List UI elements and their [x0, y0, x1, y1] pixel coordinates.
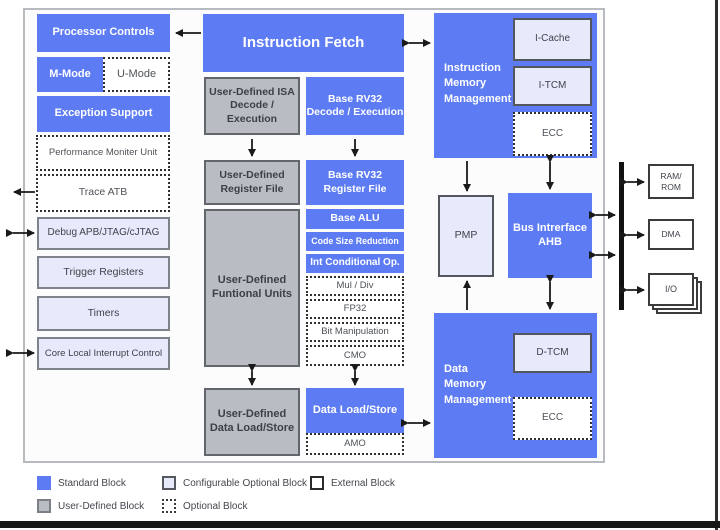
- external-block-swatch: [310, 476, 324, 490]
- user-defined-register-file-block: User-Defined Register File: [204, 160, 300, 205]
- pmp-block: PMP: [438, 195, 494, 277]
- bottom-border-bar: [0, 521, 720, 528]
- int-conditional-op-block: Int Conditional Op.: [306, 254, 404, 273]
- legend-configurable-block: Configurable Optional Block: [162, 476, 307, 490]
- legend-user-defined-label: User-Defined Block: [58, 500, 145, 512]
- legend-external-block: External Block: [310, 476, 395, 490]
- right-border-line: [715, 0, 718, 530]
- exception-support-block: Exception Support: [37, 96, 170, 132]
- data-ecc-block: ECC: [513, 397, 592, 440]
- user-defined-block-swatch: [37, 499, 51, 513]
- mul-div-block: Mul / Div: [306, 276, 404, 296]
- bus-interface-ahb-block: Bus Intrerface AHB: [508, 193, 592, 278]
- user-defined-isa-decode-block: User-Defined ISA Decode / Execution: [204, 77, 300, 135]
- optional-block-swatch: [162, 499, 176, 513]
- fp32-block: FP32: [306, 299, 404, 319]
- d-tcm-block: D-TCM: [513, 333, 592, 373]
- base-alu-block: Base ALU: [306, 209, 404, 229]
- dma-block: DMA: [648, 219, 694, 250]
- bit-manipulation-block: Bit Manipulation: [306, 322, 404, 342]
- instruction-memory-management-label: Instruction Memory Management: [444, 62, 512, 105]
- code-size-reduction-block: Code Size Reduction: [306, 232, 404, 251]
- base-rv32-register-file-block: Base RV32 Register File: [306, 160, 404, 205]
- u-mode-block: U-Mode: [103, 57, 170, 92]
- i-cache-block: I-Cache: [513, 18, 592, 61]
- amo-block: AMO: [306, 433, 404, 455]
- configurable-block-swatch: [162, 476, 176, 490]
- ram-rom-block: RAM/ ROM: [648, 164, 694, 199]
- io-block: I/O: [648, 273, 694, 306]
- timers-block: Timers: [37, 296, 170, 331]
- core-local-interrupt-block: Core Local Interrupt Control: [37, 337, 170, 370]
- system-bus-bar: [619, 162, 624, 310]
- processor-controls-block: Processor Controls: [37, 14, 170, 52]
- instruction-fetch-block: Instruction Fetch: [203, 14, 404, 72]
- legend-optional-block: Optional Block: [162, 499, 247, 513]
- user-defined-data-load-store-block: User-Defined Data Load/Store: [204, 388, 300, 456]
- performance-monitor-unit-block: Performance Moniter Unit: [36, 135, 170, 171]
- i-tcm-block: I-TCM: [513, 66, 592, 106]
- legend-standard-block: Standard Block: [37, 476, 126, 490]
- legend-optional-label: Optional Block: [183, 500, 248, 512]
- cmo-block: CMO: [306, 345, 404, 366]
- legend-user-defined-block: User-Defined Block: [37, 499, 144, 513]
- data-memory-management-label: Data Memory Management: [444, 363, 512, 406]
- m-mode-block: M-Mode: [37, 57, 103, 92]
- legend-external-label: External Block: [331, 477, 395, 489]
- user-defined-functional-units-block: User-Defined Funtional Units: [204, 209, 300, 367]
- trace-atb-block: Trace ATB: [36, 174, 170, 212]
- data-load-store-block: Data Load/Store: [306, 388, 404, 433]
- trigger-registers-block: Trigger Registers: [37, 256, 170, 289]
- base-rv32-decode-block: Base RV32 Decode / Execution: [306, 77, 404, 135]
- debug-apb-jtag-block: Debug APB/JTAG/cJTAG: [37, 217, 170, 250]
- legend-standard-label: Standard Block: [58, 477, 126, 489]
- instruction-ecc-block: ECC: [513, 112, 592, 156]
- legend-configurable-label: Configurable Optional Block: [183, 477, 307, 489]
- standard-block-swatch: [37, 476, 51, 490]
